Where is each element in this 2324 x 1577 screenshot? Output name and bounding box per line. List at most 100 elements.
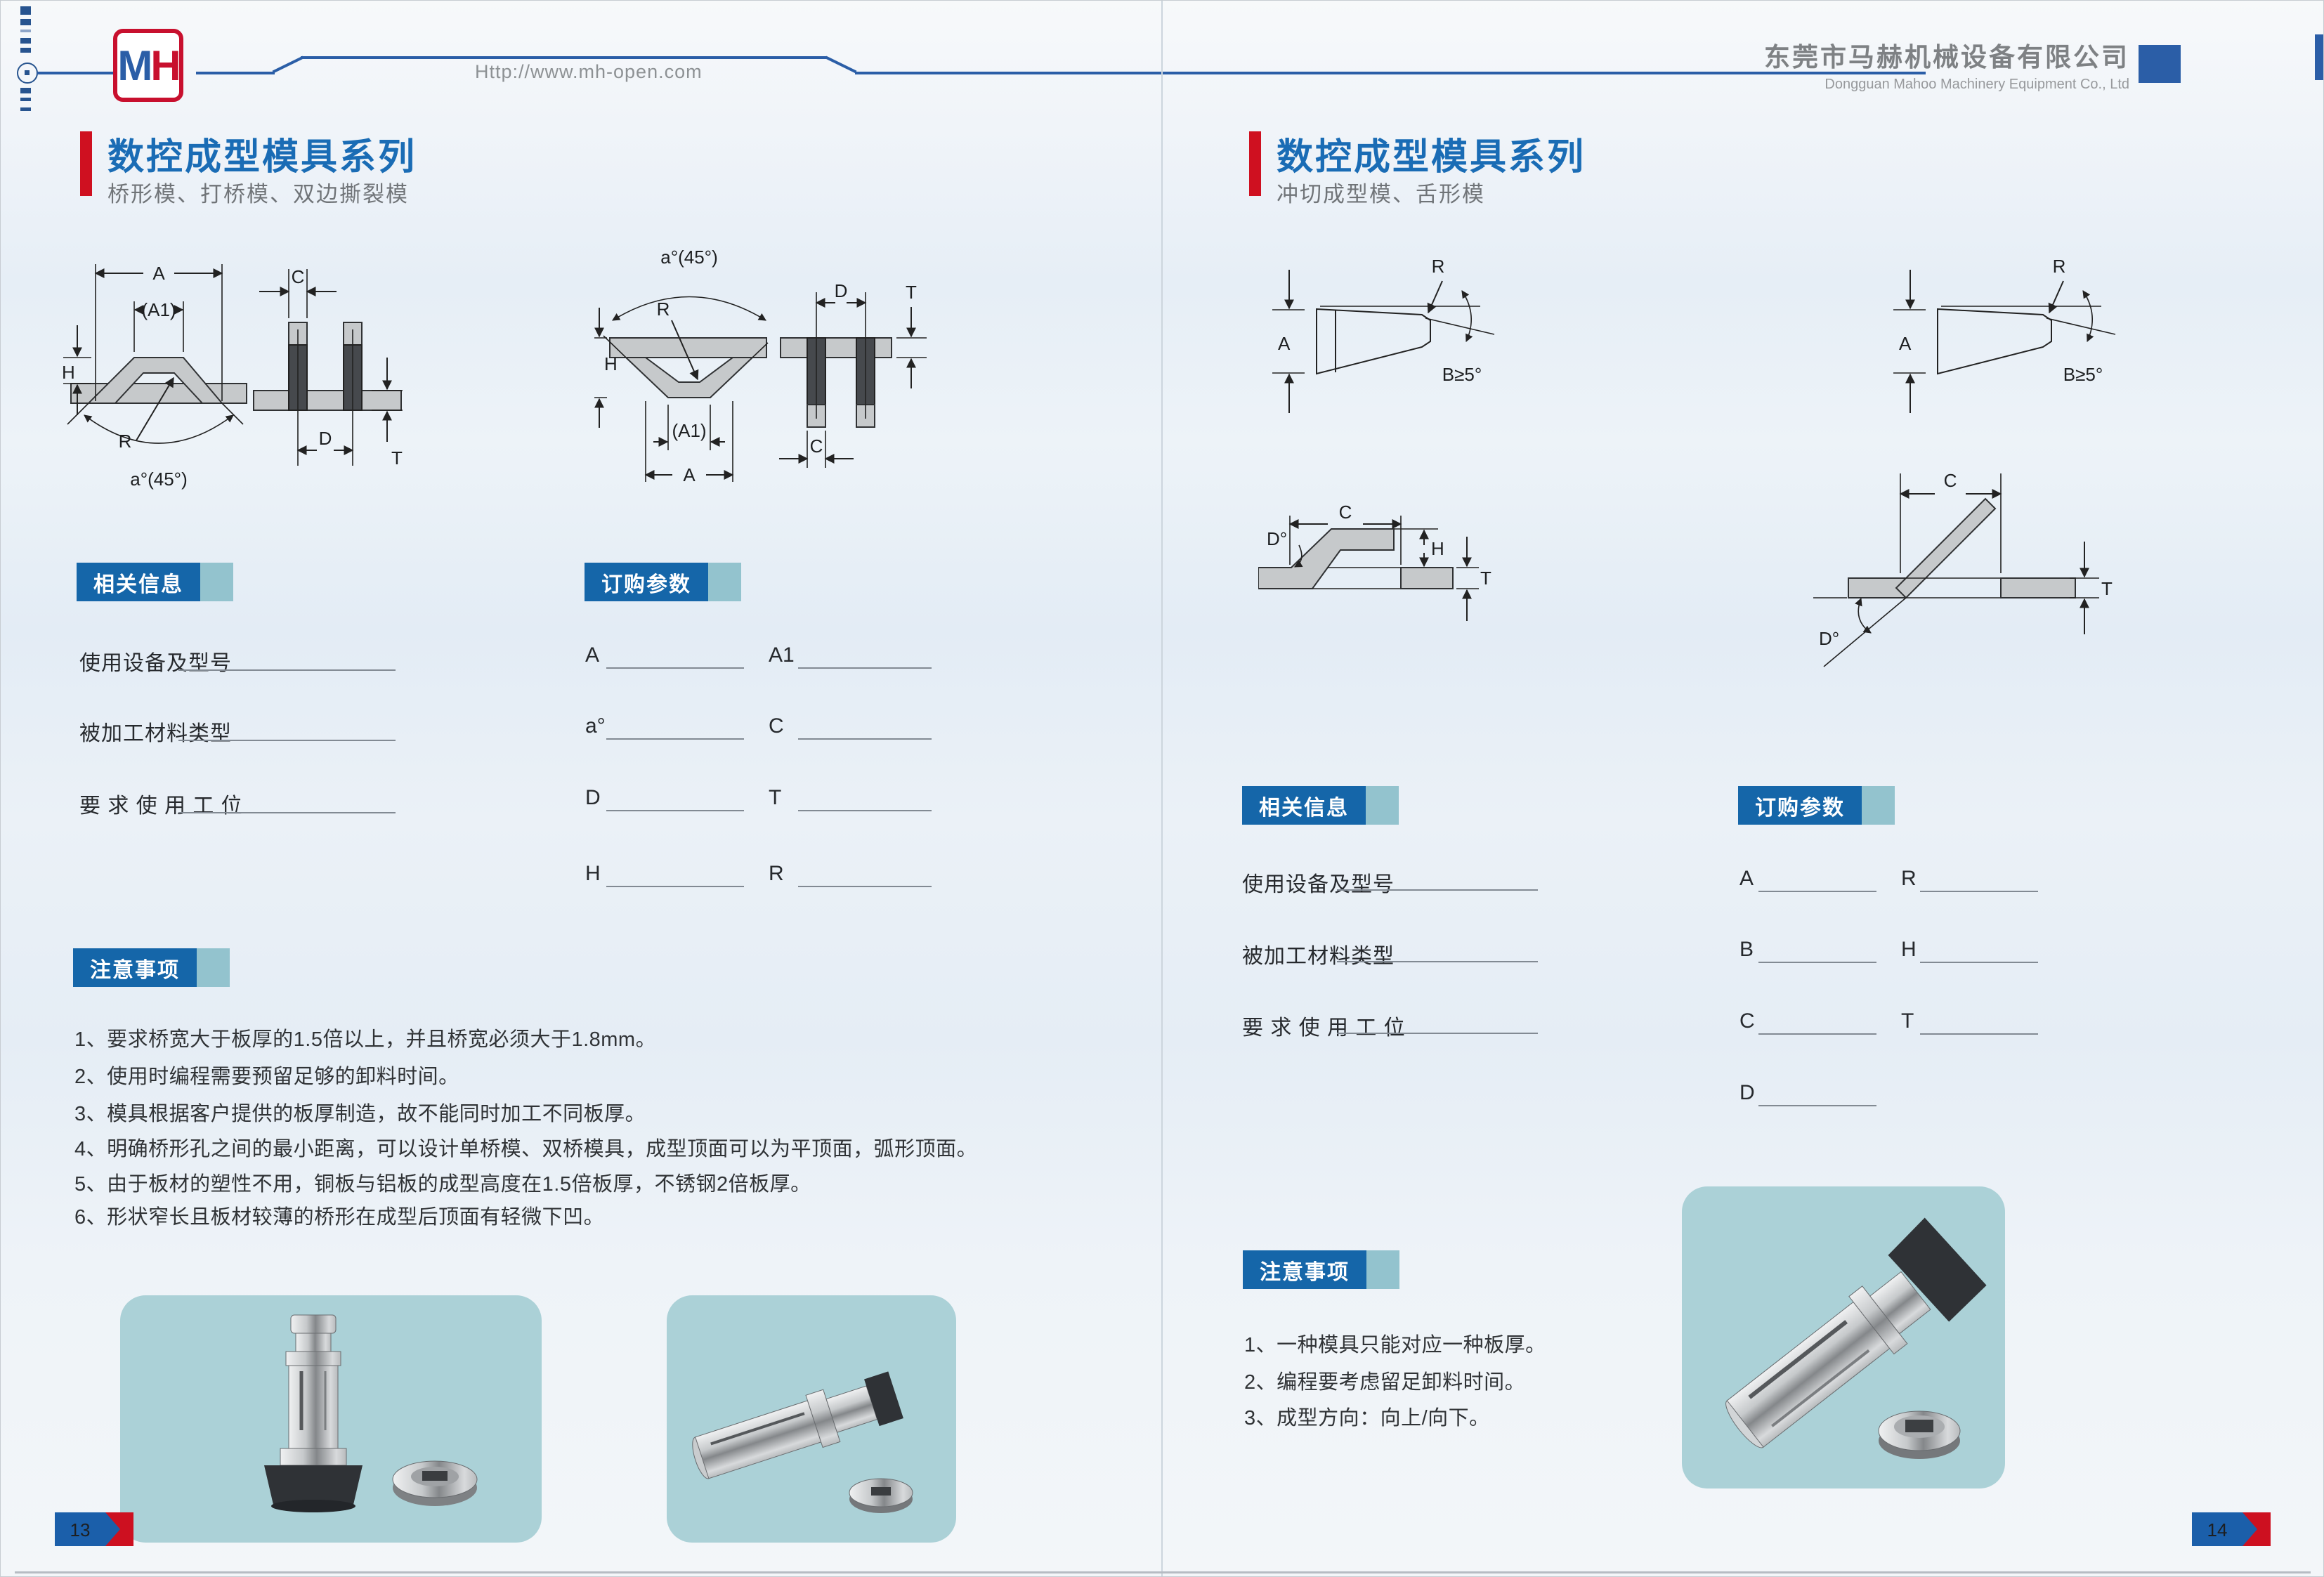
diagram-bridge-down: a°(45°) R H (A1) A (594, 247, 769, 485)
page-number-right: 14 (2207, 1519, 2228, 1540)
diagram-lance-flap: C D° T (1813, 470, 2113, 667)
dim-label-A: A (1278, 333, 1291, 354)
product-photo-punch-diagonal (692, 1371, 913, 1513)
param-label: D (1739, 1081, 1755, 1104)
dim-label-R: R (657, 299, 670, 320)
header-line (855, 72, 1926, 74)
param-label: C (1739, 1009, 1755, 1033)
param-label: B (1739, 938, 1754, 961)
dotted-strip-mark (20, 98, 31, 101)
note-item: 2、编程要考虑留足卸料时间。 (1244, 1371, 1526, 1394)
section-header-related-info: 相关信息 (1242, 786, 1399, 825)
param-blank-line (798, 886, 932, 887)
param-label: R (1901, 867, 1917, 890)
dim-label-H: H (62, 362, 75, 383)
dim-label-D-angle: D° (1267, 528, 1287, 549)
section-header-teal-block (1366, 786, 1399, 825)
note-item: 1、一种模具只能对应一种板厚。 (1244, 1334, 1546, 1356)
section-header-notes: 注意事项 (1243, 1250, 1399, 1289)
param-label: A (585, 643, 600, 667)
dim-label-R: R (2053, 256, 2066, 277)
param-blank-line (1920, 1033, 2038, 1035)
dim-label-A1: (A1) (141, 299, 176, 320)
page-number-badge-right: 14 (2192, 1512, 2271, 1546)
section-header-related-info: 相关信息 (77, 563, 233, 601)
dotted-strip-mark (20, 48, 31, 53)
header-edge-bar (2315, 34, 2323, 80)
note-item: 3、成型方向：向上/向下。 (1244, 1407, 1490, 1429)
diagram-tongue-1: A R B≥5° (1272, 256, 1495, 413)
param-blank-line (1758, 1033, 1876, 1035)
param-blank-line (1758, 891, 1876, 892)
param-blank-line (606, 738, 744, 740)
note-item: 4、明确桥形孔之间的最小距离，可以设计单桥模、双桥模具，成型顶面可以为平顶面，弧… (74, 1138, 978, 1160)
product-photo-tile (1682, 1186, 2005, 1488)
param-blank-line (606, 886, 744, 887)
dotted-strip-mark (20, 6, 31, 15)
param-blank-line (1758, 1105, 1876, 1106)
field-label-station: 要 求 使 用 工 位 (79, 794, 243, 818)
dim-label-A1: (A1) (672, 420, 706, 441)
dim-label-R: R (1432, 256, 1445, 277)
section-header-teal-block (197, 948, 230, 987)
diagram-punch-up: C D T (253, 266, 403, 469)
param-label: A1 (769, 643, 795, 667)
param-label: R (769, 862, 784, 885)
title-red-bar (80, 131, 92, 196)
section-header-order-params: 订购参数 (585, 563, 741, 601)
field-label-station: 要 求 使 用 工 位 (1242, 1016, 1406, 1040)
diagram-punch-down: D T C (779, 280, 927, 468)
page-subtitle-right: 冲切成型模、舌形模 (1277, 182, 1485, 207)
dim-label-angle: a°(45°) (660, 247, 718, 268)
section-header-label: 相关信息 (1242, 786, 1366, 825)
section-header-teal-block (200, 563, 233, 601)
param-blank-line (606, 810, 744, 811)
dotted-strip-mark (20, 107, 31, 111)
param-blank-line (1920, 962, 2038, 963)
company-name-cn: 东莞市马赫机械设备有限公司 (1764, 43, 2129, 72)
header-line-rise (272, 55, 304, 74)
header-blue-square (2139, 45, 2181, 83)
field-label-equipment: 使用设备及型号 (79, 652, 232, 675)
dim-label-H: H (604, 353, 618, 374)
section-header-teal-block (1862, 786, 1895, 825)
title-red-bar (1249, 131, 1261, 196)
field-blank-line (1337, 961, 1538, 962)
dotted-strip-mark (20, 19, 31, 25)
dim-label-A: A (1899, 333, 1912, 354)
section-header-order-params: 订购参数 (1738, 786, 1895, 825)
dotted-strip-mark (20, 30, 31, 32)
field-blank-line (178, 740, 396, 741)
dim-label-T: T (1480, 568, 1491, 589)
section-header-notes: 注意事项 (73, 948, 230, 987)
field-label-equipment: 使用设备及型号 (1242, 873, 1395, 896)
field-label-material: 被加工材料类型 (79, 722, 232, 745)
field-label-material: 被加工材料类型 (1242, 945, 1395, 968)
param-label: C (769, 714, 784, 738)
dim-label-C: C (1339, 502, 1352, 523)
dim-label-C: C (292, 266, 305, 287)
page-title-left: 数控成型模具系列 (107, 137, 417, 178)
company-block: 东莞市马赫机械设备有限公司 Dongguan Mahoo Machinery E… (1617, 36, 2129, 93)
section-header-label: 注意事项 (1243, 1250, 1366, 1289)
product-photo-tile (120, 1295, 542, 1543)
page-number-left: 13 (70, 1519, 91, 1540)
diagram-tongue-2: A R B≥5° (1893, 256, 2116, 413)
dim-label-angle: a°(45°) (130, 469, 188, 490)
dim-label-T: T (391, 447, 403, 469)
dim-label-D: D (835, 280, 848, 301)
section-header-teal-block (1366, 1250, 1399, 1289)
param-blank-line (1758, 962, 1876, 963)
param-blank-line (798, 738, 932, 740)
dim-label-B: B≥5° (2063, 364, 2103, 385)
page-title-right: 数控成型模具系列 (1277, 137, 1586, 178)
page-gutter-divider (1161, 1, 1163, 1576)
section-header-label: 注意事项 (73, 948, 197, 987)
note-item: 1、要求桥宽大于板厚的1.5倍以上，并且桥宽必须大于1.8mm。 (74, 1028, 657, 1051)
note-item: 3、模具根据客户提供的板厚制造，故不能同时加工不同板厚。 (74, 1103, 646, 1125)
section-header-label: 订购参数 (585, 563, 708, 601)
param-label: D (585, 786, 601, 809)
dim-label-H: H (1431, 538, 1444, 559)
bottom-edge-line (15, 1571, 2311, 1573)
